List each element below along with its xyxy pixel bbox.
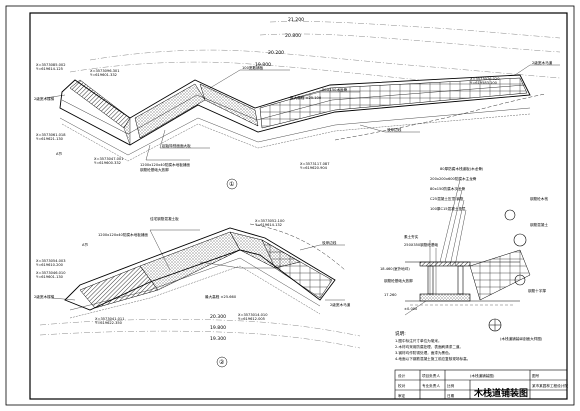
tb-approver: 审定 — [398, 393, 406, 398]
coord-label: X=3573117.087 — [300, 162, 329, 166]
tb-designer: 设计 — [398, 373, 406, 378]
coord-label: Y=619622.350 — [95, 321, 123, 325]
contour-label: 20.800 — [285, 33, 301, 39]
plan-2-marker: ② — [219, 359, 225, 366]
contour-label: 21.200 — [288, 17, 304, 23]
plan-2-marker-circle — [216, 356, 228, 368]
coord-label: X=3573041.011 — [95, 317, 124, 321]
plan-1-marker: ① — [229, 181, 234, 188]
section-detail — [405, 209, 531, 332]
coord-label: Y=619614.132 — [255, 223, 282, 227]
coord-label: Y=619610.200 — [36, 263, 64, 267]
section-label: 钢筋砼基础大放脚 — [384, 278, 413, 283]
callout-board-top: 100宽散铺板 — [242, 65, 264, 70]
tb-professional: 专业负责人 — [422, 383, 440, 388]
coord-label: Y=619621.130 — [36, 137, 64, 141]
note-line: 4.地面以下钢筋混凝土施工前应复核现场标高。 — [395, 356, 470, 361]
coord-label: X=3573061.018 — [36, 133, 66, 137]
inner-frame — [29, 12, 568, 400]
coord-label: Y=619620.904 — [300, 166, 328, 170]
coord-label: X=3573096.301 — [90, 69, 119, 73]
callout-stair-left: 2级宽木楼梯 — [34, 294, 55, 299]
callout-elevation: 最大高程 ±25.660 — [205, 294, 237, 299]
callout-boards-spec: 1200x120x40防腐木地板铺面 — [98, 232, 148, 237]
bottom-contours — [39, 319, 361, 349]
coord-label: Y=619600.332 — [94, 161, 121, 165]
tb-drawing-no: 图号 — [532, 373, 540, 378]
section-label: 80厚防腐木栈道板(木龙骨) — [440, 166, 484, 171]
outer-frame — [5, 5, 575, 406]
plan-1 — [59, 74, 546, 162]
coord-label: X=3573076.020 — [470, 77, 500, 81]
coord-label: Y=619601.130 — [36, 275, 64, 279]
title-block-grid — [394, 369, 568, 400]
callout-mark: A节 — [82, 242, 88, 247]
coord-label: X=3573054.003 — [36, 259, 65, 263]
callout-elevation: 最大高程 ±25.100 — [290, 95, 322, 100]
section-elevation: 17.260 — [384, 293, 397, 297]
section-label: 250X350钢筋砼基础 — [404, 242, 439, 247]
callout-boards-spec2: 钢筋砼基础大放脚 — [140, 167, 169, 172]
section-elevation: 18.460(室外地坪) — [380, 266, 410, 271]
coord-label: Y=619583.100 — [470, 81, 498, 85]
contour-label: 19.300 — [210, 336, 226, 342]
callout-stair-right: 2级宽木马道 — [532, 60, 553, 65]
section-leaders — [404, 179, 467, 316]
tb-checker: 校对 — [398, 383, 406, 388]
section-label: 钢筋混凝土 — [530, 222, 548, 227]
section-label: 80x150防腐木次龙骨 — [430, 186, 466, 191]
section-label: 钢筋砼木栈 — [530, 196, 548, 201]
drawing-caption: (木栈道铺装图) — [470, 373, 495, 378]
coord-label: X=3573014.010 — [238, 313, 268, 317]
plan-2-leaders — [51, 229, 345, 301]
coord-label: Y=619601.332 — [90, 73, 117, 77]
section-elevation: ±0.000 — [404, 307, 418, 311]
note-line: 1.图中标注尺寸单位为毫米。 — [395, 338, 442, 343]
tb-unit: 某市某园林工程设计院 — [532, 383, 568, 388]
section-label: 钢筋十字撑 — [528, 288, 546, 293]
callout-edge: 驳岸边线 — [322, 240, 337, 245]
note-line: 2.木材均采用防腐处理，表面刷清漆二道。 — [395, 344, 463, 349]
callout-edge: 驳岸边线 — [387, 127, 402, 132]
callout-mark: A节 — [56, 151, 62, 156]
coord-label: Y=619612.005 — [238, 317, 265, 321]
contour-label: 19.800 — [210, 325, 226, 331]
callout-joist: 50×150木龙骨 — [322, 87, 348, 92]
callout-stair-right: 2级宽木马道 — [330, 302, 351, 307]
coord-label: X=3573047.001 — [94, 157, 123, 161]
plan-2 — [64, 223, 346, 319]
plan-1-marker-circle — [226, 178, 238, 190]
contour-label: 20.200 — [268, 50, 284, 56]
callout-joist: 佳宅钢筋混凝土板 — [150, 216, 179, 221]
tb-project-leader: 项目负责人 — [422, 373, 440, 378]
tb-scale: 比例 — [447, 383, 455, 388]
note-line: 3.钢材均作防锈处理，面漆为黑色。 — [395, 350, 452, 355]
coord-label: X=3573046.010 — [36, 271, 66, 275]
coord-label: X=3573052.100 — [255, 219, 285, 223]
contour-label: 19.800 — [255, 62, 271, 68]
section-label: C25混凝土压顶 钢筋 — [430, 196, 464, 201]
section-label: 200x200x600防腐木主龙骨 — [430, 176, 477, 181]
top-contours — [69, 21, 561, 81]
coord-label: X=3573085.002 — [36, 63, 65, 67]
section-label: 素土夯实 — [404, 234, 419, 239]
callout-stair-left: 2级宽木楼梯 — [34, 96, 55, 101]
contour-label: 20.300 — [210, 314, 226, 320]
callout-boards-spec: 1200x120x40防腐木地板铺面 — [140, 162, 190, 167]
drawing-title: 木栈道铺装图 — [473, 387, 528, 399]
section-subcaption: (木栈道铺装纵剖面大样图) — [500, 336, 543, 341]
tb-date: 日期 — [447, 393, 455, 398]
coord-label: Y=619614.125 — [36, 67, 63, 71]
plan-1-leaders — [44, 64, 560, 161]
callout-board-bottom: 起始特别面面大板 — [162, 143, 191, 148]
notes-heading: 说明: — [395, 330, 406, 337]
section-label: 100厚C15混凝土垫层 — [430, 206, 466, 211]
